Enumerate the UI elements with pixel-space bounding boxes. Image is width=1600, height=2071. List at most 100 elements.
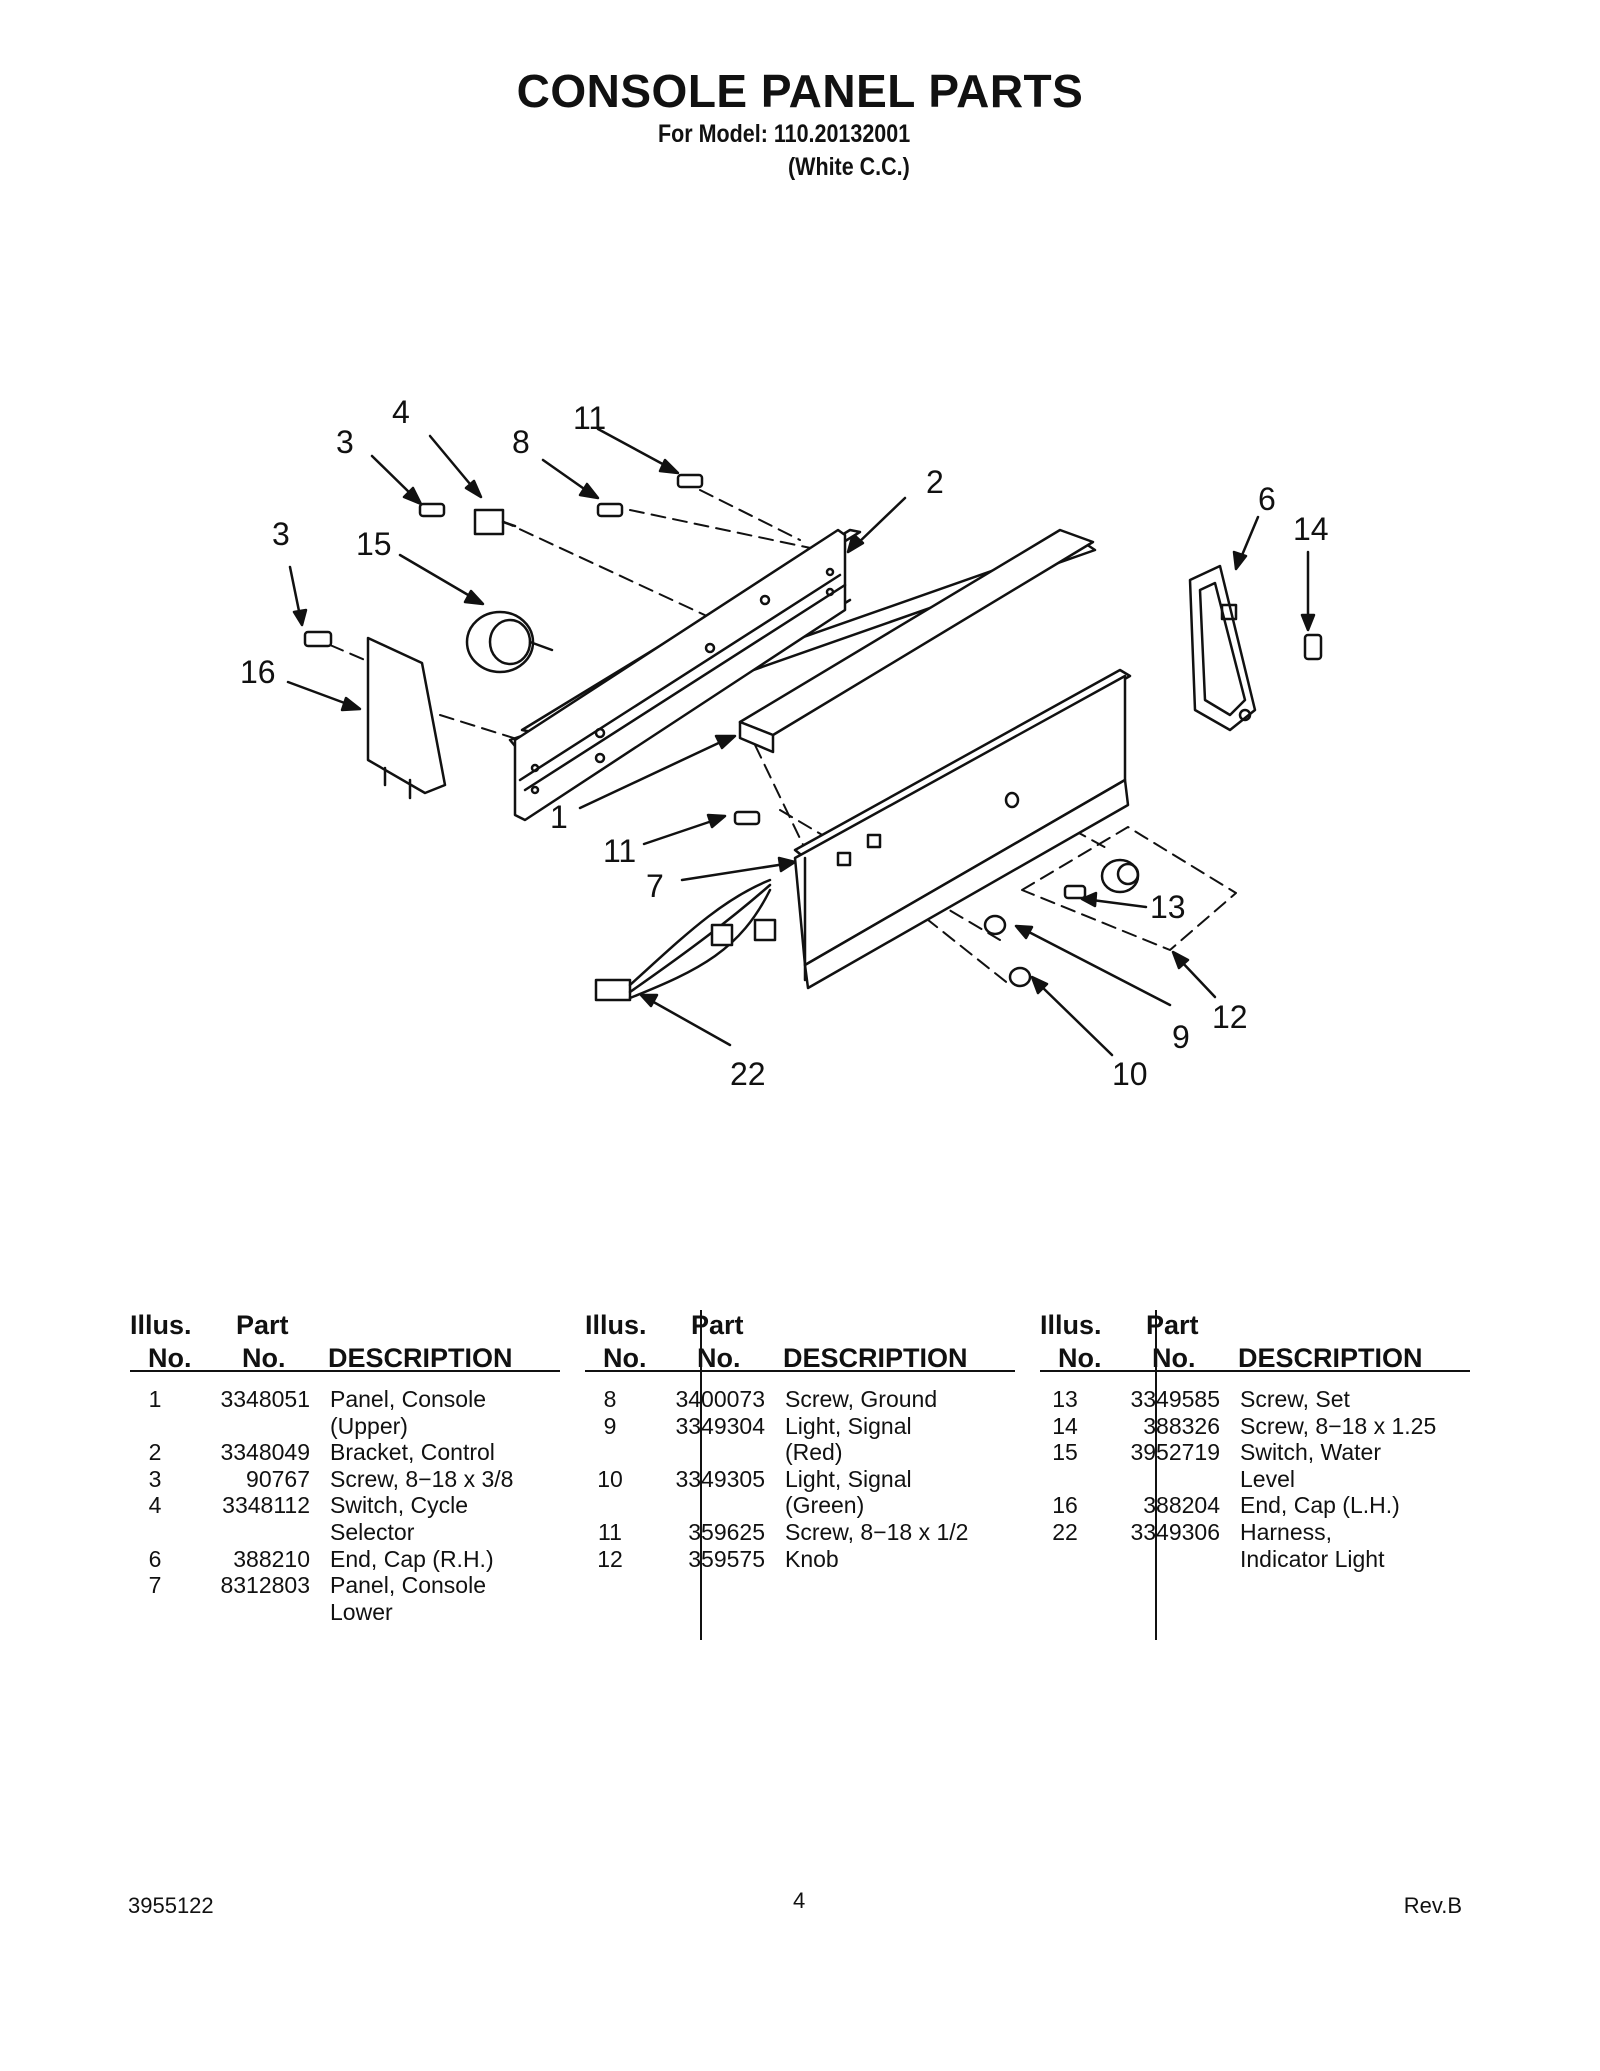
callout-10: 10	[1112, 1056, 1148, 1092]
part-no: 359575	[688, 1545, 765, 1572]
knob	[1100, 858, 1140, 894]
parts-column-2: Illus. No. Part No. DESCRIPTION 8 340007…	[585, 1310, 1015, 1572]
table-rows: 13 3349585 Screw, Set 14 388326 Screw, 8…	[1040, 1386, 1470, 1572]
water-level-switch	[465, 610, 554, 674]
description: Panel, Console(Upper)	[330, 1386, 486, 1439]
callout-6: 6	[1258, 481, 1276, 517]
table-row: 14 388326 Screw, 8−18 x 1.25	[1040, 1413, 1470, 1440]
callout-12: 12	[1212, 999, 1248, 1035]
illus-no: 12	[597, 1545, 623, 1572]
callout-2: 2	[926, 464, 944, 500]
table-rows: 8 3400073 Screw, Ground 9 3349304 Light,…	[585, 1386, 1015, 1572]
end-cap-left	[366, 636, 447, 800]
illus-no: 13	[1052, 1386, 1078, 1412]
illus-no: 10	[597, 1465, 623, 1492]
header-part: Part	[236, 1310, 289, 1340]
part-no: 3349306	[1130, 1518, 1220, 1545]
callout-1: 1	[550, 799, 568, 835]
cycle-selector-switch	[473, 508, 517, 536]
callout-3-top: 3	[336, 424, 354, 460]
part-no: 3400073	[675, 1386, 765, 1412]
table-row: 8 3400073 Screw, Ground	[585, 1386, 1015, 1413]
table-row: 22 3349306 Harness,Indicator Light	[1040, 1519, 1470, 1572]
part-no: 90767	[246, 1465, 310, 1492]
table-row: 9 3349304 Light, Signal(Red)	[585, 1413, 1015, 1466]
description: End, Cap (R.H.)	[330, 1545, 494, 1572]
parts-column-3: Illus. No. Part No. DESCRIPTION 13 33495…	[1040, 1310, 1470, 1572]
part-no: 388204	[1143, 1492, 1220, 1519]
table-header: Illus. No. Part No. DESCRIPTION	[585, 1310, 1015, 1373]
table-row: 6 388210 End, Cap (R.H.)	[130, 1546, 560, 1573]
table-row: 10 3349305 Light, Signal(Green)	[585, 1466, 1015, 1519]
callout-22: 22	[730, 1056, 766, 1092]
callout-4: 4	[392, 394, 410, 430]
table-row: 16 388204 End, Cap (L.H.)	[1040, 1492, 1470, 1519]
illus-no: 11	[598, 1518, 622, 1545]
part-no: 3348112	[222, 1492, 310, 1519]
panel-console-lower	[793, 668, 1132, 990]
callout-9: 9	[1172, 1019, 1190, 1055]
part-no: 388210	[233, 1545, 310, 1572]
callout-16: 16	[240, 654, 276, 690]
header-illus-no: No.	[603, 1343, 647, 1373]
illus-no: 3	[148, 1465, 162, 1492]
header-illus-no: No.	[1058, 1343, 1102, 1373]
knob-box	[1021, 826, 1237, 951]
callout-8: 8	[512, 424, 530, 460]
part-no: 8312803	[220, 1572, 310, 1599]
header-description: DESCRIPTION	[783, 1343, 968, 1373]
table-header: Illus. No. Part No. DESCRIPTION	[130, 1310, 560, 1373]
header-part-no: No.	[242, 1343, 286, 1373]
table-rows: 1 3348051 Panel, Console(Upper) 2 334804…	[130, 1386, 560, 1625]
part-no: 3952719	[1130, 1439, 1220, 1466]
part-no: 3349305	[675, 1465, 765, 1492]
exploded-parts-diagram: 3 4 8 11 2 6 14 3 15 16 1 11 7 13 12 9 1…	[240, 394, 1329, 1092]
table-row: 1 3348051 Panel, Console(Upper)	[130, 1386, 560, 1439]
illus-no: 8	[603, 1386, 617, 1412]
header-illus: Illus.	[585, 1310, 647, 1340]
description: Light, Signal(Red)	[785, 1412, 912, 1466]
description: Screw, 8−18 x 1/2	[785, 1518, 969, 1545]
illus-no: 14	[1052, 1412, 1078, 1439]
callout-labels: 3 4 8 11 2 6 14 3 15 16 1 11 7 13 12 9 1…	[240, 394, 1329, 1092]
table-row: 2 3348049 Bracket, Control	[130, 1439, 560, 1466]
table-row: 12 359575 Knob	[585, 1546, 1015, 1573]
header-part: Part	[1146, 1310, 1199, 1340]
header-illus-no: No.	[148, 1343, 192, 1373]
description: Light, Signal(Green)	[785, 1465, 912, 1519]
illus-no: 9	[603, 1412, 617, 1439]
description: Screw, 8−18 x 1.25	[1240, 1412, 1437, 1439]
header-illus: Illus.	[1040, 1310, 1102, 1340]
model-line: For Model: 110.20132001	[658, 120, 911, 148]
callout-11-mid: 11	[603, 833, 636, 869]
parts-column-1: Illus. No. Part No. DESCRIPTION 1 334805…	[130, 1310, 560, 1625]
signal-lights	[983, 914, 1032, 988]
illus-no: 4	[148, 1492, 162, 1519]
illus-no: 2	[148, 1439, 162, 1466]
description: Harness,Indicator Light	[1240, 1518, 1385, 1572]
callout-13: 13	[1150, 889, 1186, 925]
callout-15: 15	[356, 526, 392, 562]
doc-number: 3955122	[128, 1893, 214, 1918]
illus-no: 15	[1052, 1439, 1078, 1466]
description: Screw, 8−18 x 3/8	[330, 1465, 514, 1492]
part-no: 3349585	[1130, 1386, 1220, 1412]
illus-no: 6	[148, 1545, 162, 1572]
indicator-light-harness	[594, 878, 777, 1002]
illus-no: 7	[148, 1572, 162, 1599]
header-part-no: No.	[1152, 1343, 1196, 1373]
callout-3-left: 3	[272, 516, 290, 552]
illus-no: 1	[148, 1386, 162, 1412]
header-part-no: No.	[697, 1343, 741, 1373]
header-illus: Illus.	[130, 1310, 192, 1340]
part-no: 3348049	[220, 1439, 310, 1466]
variant-line: (White C.C.)	[788, 153, 910, 181]
part-no: 3348051	[220, 1386, 310, 1412]
column-divider	[700, 1310, 702, 1640]
callout-11-top: 11	[573, 400, 606, 436]
